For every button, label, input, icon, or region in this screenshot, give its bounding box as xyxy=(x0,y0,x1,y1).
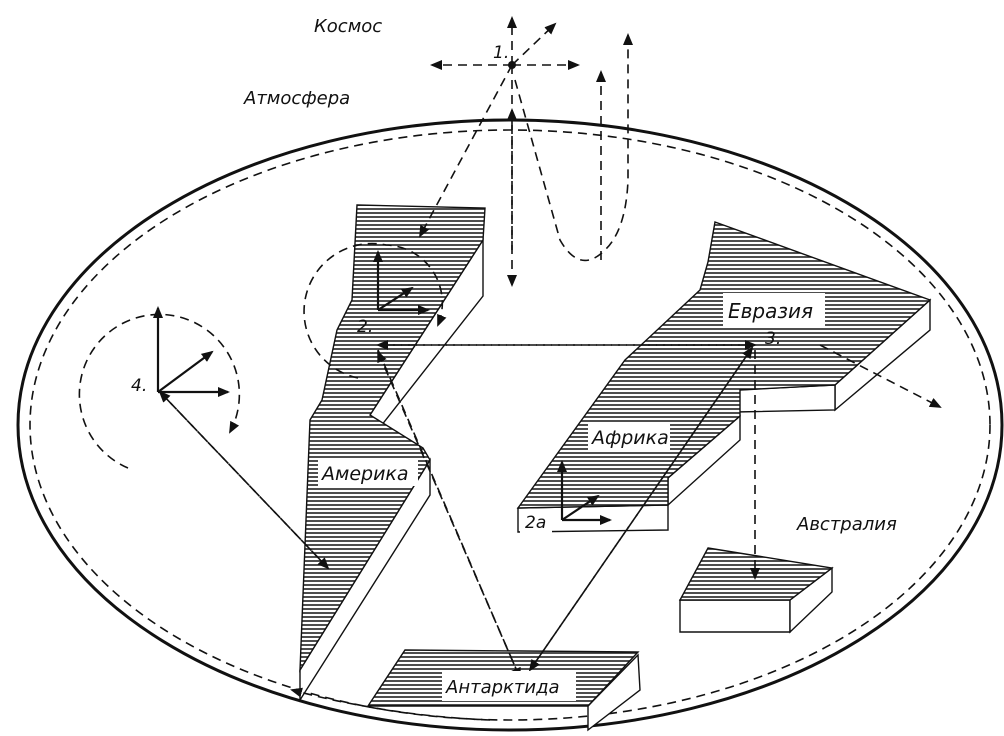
label-america: Америка xyxy=(320,463,409,485)
point-1-label: 1. xyxy=(493,43,509,63)
point-3-label: 3. xyxy=(765,329,781,349)
label-atmosphere: Атмосфера xyxy=(243,88,350,109)
label-eurasia: Евразия xyxy=(728,299,813,323)
earth-ellipse xyxy=(18,120,1002,730)
continent-america xyxy=(300,205,485,700)
label-antarctica: Антарктида xyxy=(445,677,560,698)
point-2-label: 2. xyxy=(357,317,373,337)
label-africa: Африка xyxy=(590,427,669,449)
point-2a-label: 2а xyxy=(525,513,546,533)
label-australia: Австралия xyxy=(796,514,897,535)
label-space: Космос xyxy=(314,16,382,37)
axes-point-4 xyxy=(158,308,228,392)
continent-australia xyxy=(680,548,832,632)
continent-eurasia-africa xyxy=(518,222,930,532)
point-4-label: 4. xyxy=(131,376,147,396)
